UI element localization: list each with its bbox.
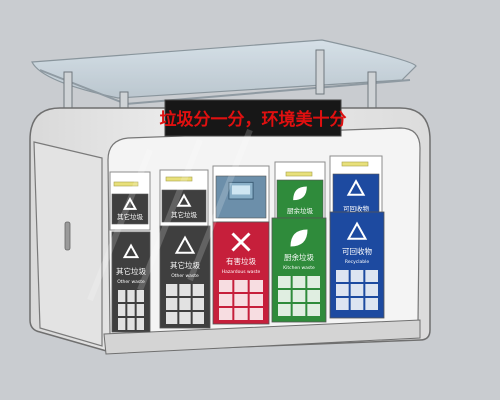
- waste-pictogram-icon: [249, 294, 263, 306]
- waste-pictogram-icon: [192, 284, 204, 296]
- bin-title: 其它垃圾: [170, 260, 200, 270]
- waste-pictogram-icon: [234, 280, 248, 292]
- bin-subtitle: Other waste: [171, 273, 199, 279]
- large-bins: 其它垃圾 Other waste 其它垃圾 Other waste 有害垃圾 Hazard…: [111, 211, 385, 333]
- waste-pictogram-icon: [127, 304, 135, 316]
- bin-subtitle: Hazardous waste: [222, 269, 261, 275]
- hazard-x-icon: [231, 232, 251, 252]
- waste-pictogram-icon: [219, 294, 233, 306]
- small-bin-title: 其它垃圾: [117, 212, 144, 221]
- waste-pictogram-icon: [278, 290, 291, 302]
- small-bin-title: 厨余垃圾: [287, 206, 314, 215]
- bin-title: 可回收物: [342, 246, 372, 256]
- waste-pictogram-icon: [307, 290, 320, 302]
- small-bin-label: 其它垃圾: [161, 189, 207, 223]
- recycle-triangle-icon: [122, 243, 140, 259]
- waste-pictogram-icon: [118, 318, 126, 330]
- waste-pictogram-icon: [179, 298, 191, 310]
- small-bin-label: 厨余垃圾: [276, 179, 324, 219]
- touch-screen-icon: [228, 181, 254, 200]
- waste-pictogram-icon: [127, 290, 135, 302]
- waste-pictogram-icon: [127, 318, 135, 330]
- slot-lights: [113, 161, 369, 187]
- bin-subtitle: Other waste: [117, 279, 145, 285]
- waste-pictogram-icon: [118, 304, 126, 316]
- recycle-triangle-icon: [346, 179, 366, 196]
- door-handle: [64, 221, 71, 251]
- watermark: [87, 128, 253, 302]
- waste-pictogram-icon: [179, 284, 191, 296]
- small-bin-title: 可回收物: [343, 204, 370, 213]
- waste-pictogram-icon: [336, 284, 349, 296]
- waste-pictogram-icon: [365, 284, 378, 296]
- waste-pictogram-icon: [307, 276, 320, 288]
- waste-pictogram-icon: [234, 294, 248, 306]
- small-bin-label: 可回收物: [332, 173, 380, 217]
- waste-pictogram-icon: [192, 298, 204, 310]
- waste-pictogram-icon: [166, 284, 178, 296]
- bin-door[interactable]: 可回收物 Recyclable: [329, 211, 385, 319]
- waste-pictogram-icon: [136, 304, 144, 316]
- waste-pictogram-icon: [292, 304, 306, 316]
- recycle-triangle-icon: [176, 193, 192, 207]
- waste-pictogram-icon: [278, 276, 291, 288]
- bin-title: 厨余垃圾: [284, 252, 314, 262]
- waste-pictogram-icon: [292, 276, 306, 288]
- waste-pictogram-icon: [336, 270, 349, 282]
- leaf-icon: [293, 186, 307, 201]
- led-sign-text: 垃圾分一分，环境美十分: [160, 109, 347, 130]
- bin-door[interactable]: 其它垃圾 Other waste: [111, 231, 151, 333]
- bin-subtitle: Recyclable: [345, 259, 369, 265]
- bin-door[interactable]: 厨余垃圾 Kitchen waste: [271, 217, 327, 323]
- waste-pictogram-icon: [219, 280, 233, 292]
- bin-title: 有害垃圾: [226, 256, 256, 266]
- bin-door[interactable]: 有害垃圾 Hazardous waste: [212, 221, 270, 325]
- bin-subtitle: Kitchen waste: [283, 265, 315, 271]
- waste-pictogram-icon: [365, 298, 378, 310]
- waste-pictogram-icon: [365, 270, 378, 282]
- waste-pictogram-icon: [350, 284, 364, 296]
- small-bin-label: [215, 175, 267, 219]
- waste-pictogram-icon: [350, 298, 364, 310]
- waste-pictogram-icon: [219, 308, 233, 320]
- waste-pictogram-icon: [136, 318, 144, 330]
- small-bins: 其它垃圾 其它垃圾 厨余垃圾 可回收物: [111, 173, 380, 225]
- waste-pictogram-icon: [179, 312, 191, 324]
- waste-pictogram-icon: [249, 280, 263, 292]
- recycle-triangle-icon: [346, 221, 368, 240]
- small-bin-title: 其它垃圾: [171, 210, 198, 219]
- waste-pictogram-icon: [307, 304, 320, 316]
- waste-pictogram-icon: [166, 312, 178, 324]
- small-bin-label: 其它垃圾: [111, 193, 149, 225]
- waste-pictogram-icon: [192, 312, 204, 324]
- waste-pictogram-icon: [118, 290, 126, 302]
- waste-pictogram-icon: [234, 308, 248, 320]
- leaf-icon: [290, 229, 308, 247]
- waste-pictogram-icon: [350, 270, 364, 282]
- waste-pictogram-icon: [166, 298, 178, 310]
- waste-pictogram-icon: [136, 290, 144, 302]
- waste-pictogram-icon: [249, 308, 263, 320]
- waste-pictogram-icon: [336, 298, 349, 310]
- recycle-triangle-icon: [122, 197, 138, 210]
- led-sign: 垃圾分一分，环境美十分: [160, 99, 347, 137]
- waste-pictogram-icon: [278, 304, 291, 316]
- bin-door[interactable]: 其它垃圾 Other waste: [159, 225, 211, 329]
- recycle-triangle-icon: [174, 235, 196, 254]
- bin-title: 其它垃圾: [116, 266, 146, 276]
- waste-pictogram-icon: [292, 290, 306, 302]
